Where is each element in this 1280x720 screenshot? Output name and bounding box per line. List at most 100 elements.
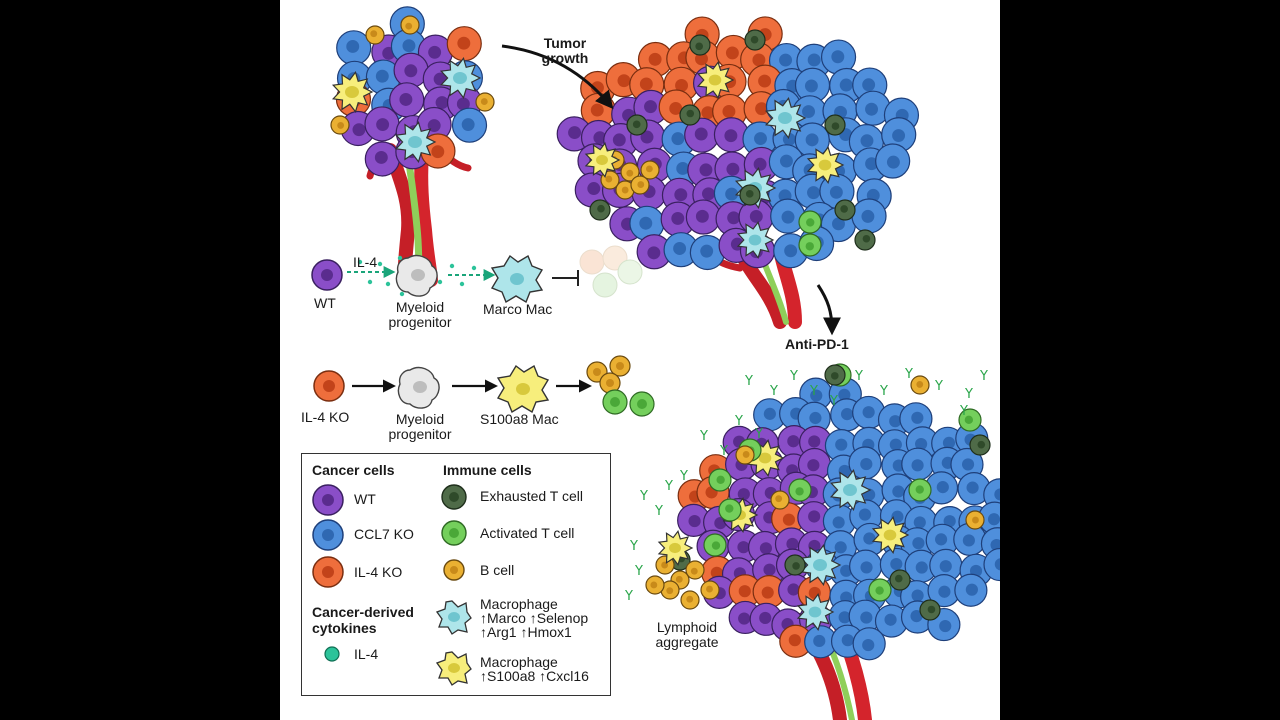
b-cell-nucleus [742,451,750,458]
tumor-cell-nucleus [701,187,715,201]
legend-s100a8-line-1: Macrophage [480,654,558,670]
exhausted-t-cell-nucleus [597,204,605,213]
activated-t-cell-nucleus [725,504,734,513]
antibody-icon: Y [809,384,818,399]
myeloid-progenitor-2-line-2: progenitor [388,426,452,442]
il4-dot [367,279,373,285]
tumor-cell-nucleus [860,458,873,471]
tumor-cell-nucleus [763,563,776,576]
tumor-cell-nucleus [612,133,626,147]
tumor-cell-nucleus [938,585,951,598]
tumor-cell-nucleus [640,130,654,144]
tumor-cell-nucleus [617,74,631,88]
tumor-cell-nucleus [647,246,661,260]
tumor-cell-nucleus [840,408,854,421]
tumor-cell [983,547,1000,582]
marco-macrophage-nucleus [813,559,827,571]
tumor-cell-nucleus [860,134,874,148]
marco-macrophage-nucleus [778,112,792,124]
s100a8-macrophage-nucleus [596,154,608,166]
tumor-cell-nucleus [939,619,952,633]
tumor-cell-nucleus [726,162,740,176]
tumor-cell-nucleus [758,74,772,88]
s100a8-macrophage-nucleus [708,74,722,86]
faded-tumor-cells [579,245,643,298]
legend-wt-cell-icon [312,484,344,516]
tumor-cell-nucleus [648,52,662,66]
tumor-cell-nucleus [435,96,449,110]
legend-exhausted-t-cell-icon [441,484,467,510]
s100a8-macrophage-nucleus [818,159,832,171]
tumor-cell-nucleus [807,53,821,67]
wt-pathway [311,245,643,304]
il4-dot [385,281,391,287]
lymphoid-aggregate-line-2: aggregate [655,634,719,650]
il4ko-pathway [313,355,655,417]
tumor-cell-nucleus [688,515,701,528]
exhausted-t-cell-nucleus [750,35,759,44]
tumor-cell-nucleus [669,101,683,115]
tumor-cell-nucleus [352,123,366,137]
s100a8-macrophage-cell [496,364,550,414]
activated-t-cell-nucleus [964,415,974,425]
marco-macrophage-nucleus [408,136,422,148]
tumor-cell-nucleus [737,488,750,501]
anti-pd1-label: Anti-PD-1 [785,336,849,352]
tumor-cell-nucleus [862,639,875,652]
tumor-cell-nucleus [724,129,738,143]
legend-marco-line-3: ↑Arg1 ↑Hmox1 [480,624,572,640]
tumor-cell-nucleus [457,36,471,50]
il4-dot [377,261,383,267]
legend-cancer-cells-title: Cancer cells [312,462,395,478]
initial-tumor-cluster [330,6,495,177]
b-cell-nucleus [690,567,698,575]
tumor-cell-nucleus [936,481,949,494]
b-cell-nucleus [621,186,629,194]
tumor-cell-nucleus [892,485,905,498]
exhausted-t-cell-nucleus [894,574,903,583]
tumor-cell-nucleus [590,103,604,117]
tumor-cell-nucleus [568,126,582,140]
tumor-cell-nucleus [461,118,475,131]
il4-dots [357,255,477,297]
b-cell-nucleus [637,181,645,188]
tumor-cell-nucleus [755,102,769,116]
tumor-cell-nucleus [910,610,923,623]
activated-t-cell-nucleus [795,487,804,496]
antibody-icon: Y [934,379,943,394]
antibody-icon: Y [629,539,638,554]
tumor-cell-nucleus [839,78,853,92]
il4-dot [471,265,477,271]
tumor-cell-nucleus [813,634,826,648]
marco-macrophage-nucleus [748,234,762,246]
antibody-icon: Y [769,384,778,399]
tumor-cell-nucleus [738,585,751,598]
tumor-cell-nucleus [639,216,653,230]
tumor-cell-nucleus [862,406,875,419]
tumor-cell-nucleus [832,217,845,231]
tumor-cell-nucleus [752,53,766,67]
legend-s100a8-macrophage-label: Macrophage ↑S100a8 ↑Cxcl16 [480,655,589,683]
il4-dot [449,263,455,269]
tumor-cell-nucleus [939,560,952,573]
activated-t-cell-nucleus [716,475,725,484]
tumor-cell-nucleus [759,611,772,625]
tumor-cell-nucleus [722,105,736,118]
legend-cytokines-title-line-2: cytokines [312,620,377,636]
antibody-icon: Y [734,414,743,429]
antibody-icon: Y [624,589,633,604]
legend-activated-t-cell-icon [441,520,467,546]
tumor-cell-nucleus [781,210,795,224]
antibody-icon: Y [964,387,973,402]
b-cell-nucleus [370,30,378,38]
marco-macrophage-nucleus [453,72,467,84]
tumor-cell-nucleus [725,187,739,201]
tumor-cell-nucleus [865,157,879,171]
tumor-cell-nucleus [695,52,708,66]
growing-tumor-cluster [556,16,920,271]
s100a8-macrophage-nucleus [669,542,681,554]
tumor-cell-nucleus [376,118,390,132]
